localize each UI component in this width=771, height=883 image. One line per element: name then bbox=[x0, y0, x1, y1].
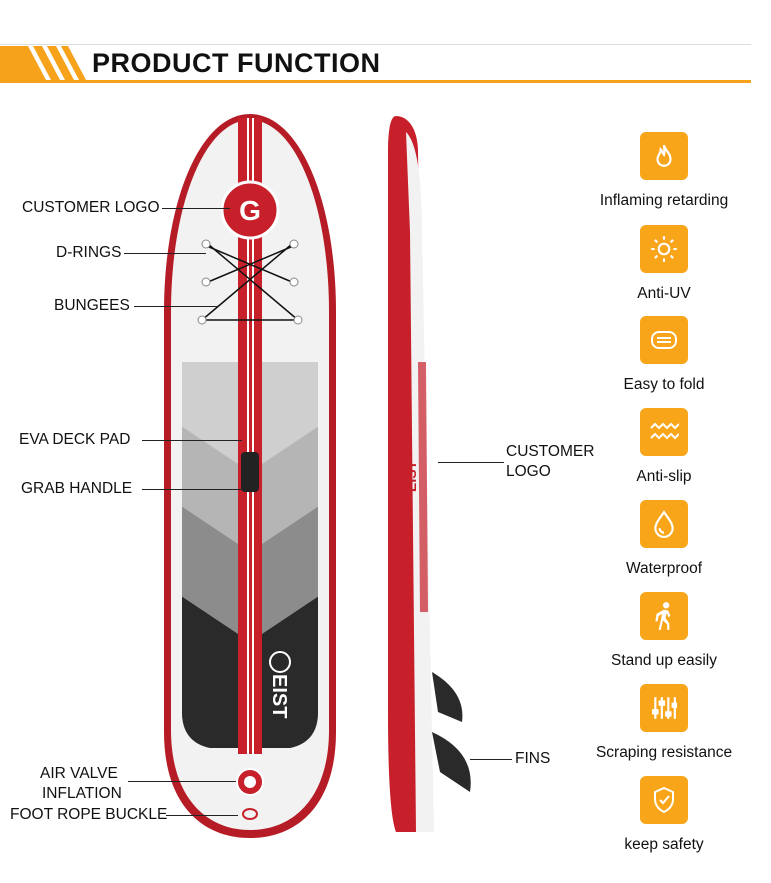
feature-label: keep safety bbox=[624, 836, 704, 853]
callout-foot-rope-buckle: FOOT ROPE BUCKLE bbox=[10, 806, 168, 823]
feature-label: Anti-UV bbox=[637, 285, 691, 302]
feature-waterproof: Waterproof bbox=[574, 500, 754, 578]
callout-d-rings: D-RINGS bbox=[56, 244, 122, 261]
callout-line bbox=[438, 462, 504, 463]
svg-text:EIST: EIST bbox=[403, 460, 419, 492]
callout-eva-deck-pad: EVA DECK PAD bbox=[19, 431, 131, 448]
feature-scraping-resistance: Scraping resistance bbox=[574, 684, 754, 762]
callout-line bbox=[162, 208, 230, 209]
waves-icon bbox=[640, 408, 688, 456]
callout-bungees: BUNGEES bbox=[54, 297, 130, 314]
callout-grab-handle: GRAB HANDLE bbox=[21, 480, 133, 497]
feature-anti-uv: Anti-UV bbox=[574, 225, 754, 303]
feature-inflaming-retarding: Inflaming retarding bbox=[574, 132, 754, 210]
callout-customer-logo: CUSTOMER LOGO bbox=[22, 199, 160, 216]
sun-icon bbox=[640, 225, 688, 273]
callout-line bbox=[134, 306, 218, 307]
feature-keep-safety: keep safety bbox=[574, 776, 754, 854]
callout-side-customer: CUSTOMER bbox=[506, 443, 595, 460]
board-top-view: G EIST bbox=[164, 114, 336, 838]
water-drop-icon bbox=[640, 500, 688, 548]
walking-person-icon bbox=[640, 592, 688, 640]
callout-fins: FINS bbox=[515, 750, 551, 767]
header-top-rule bbox=[0, 44, 751, 45]
shield-check-icon bbox=[640, 776, 688, 824]
board-side-view: EIST bbox=[388, 116, 471, 832]
callout-line bbox=[470, 759, 512, 760]
sliders-icon bbox=[640, 684, 688, 732]
feature-label: Inflaming retarding bbox=[599, 192, 729, 209]
feature-label: Waterproof bbox=[625, 560, 703, 577]
feature-stand-up-easily: Stand up easily bbox=[574, 592, 754, 670]
header-underline bbox=[0, 80, 751, 83]
feature-anti-slip: Anti-slip bbox=[574, 408, 754, 486]
fold-icon bbox=[640, 316, 688, 364]
feature-label: Stand up easily bbox=[611, 652, 717, 669]
callout-line bbox=[142, 440, 242, 441]
svg-text:G: G bbox=[239, 195, 261, 226]
feature-easy-to-fold: Easy to fold bbox=[574, 316, 754, 394]
feature-label: Easy to fold bbox=[623, 376, 705, 393]
feature-label: Anti-slip bbox=[636, 468, 692, 485]
callout-inflation: INFLATION bbox=[42, 785, 122, 802]
callout-line bbox=[166, 815, 238, 816]
callout-air-valve: AIR VALVE bbox=[40, 765, 118, 782]
feature-label: Scraping resistance bbox=[595, 744, 733, 761]
callout-line bbox=[142, 489, 244, 490]
callout-side-logo: LOGO bbox=[506, 463, 551, 480]
header-stripes-decoration bbox=[0, 46, 90, 80]
callout-line bbox=[124, 253, 206, 254]
flame-icon bbox=[640, 132, 688, 180]
callout-line bbox=[128, 781, 236, 782]
page-title: PRODUCT FUNCTION bbox=[92, 48, 381, 78]
svg-text:EIST: EIST bbox=[268, 674, 290, 718]
